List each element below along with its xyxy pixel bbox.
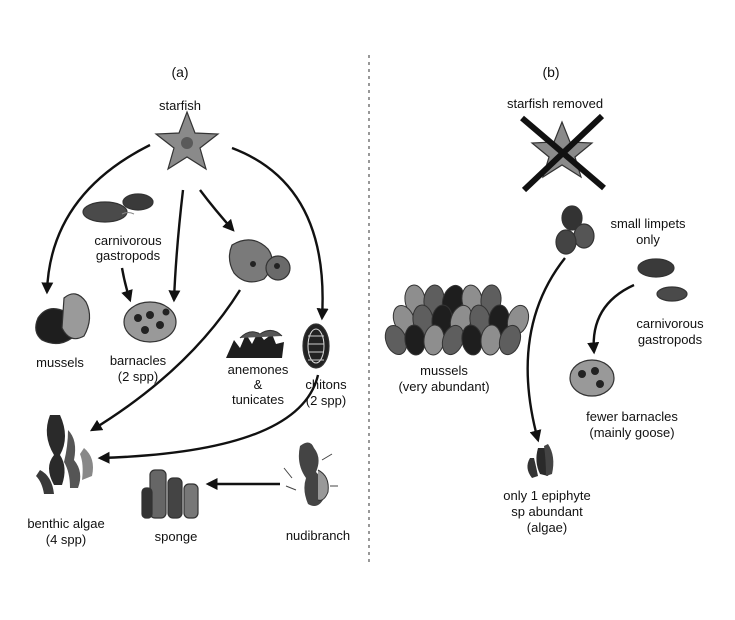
fewer-barnacles-label-2: (mainly goose) [589, 425, 674, 440]
sponge-label: sponge [155, 529, 198, 544]
starfish-icon [154, 110, 220, 171]
barnacles-label-a2: (2 spp) [118, 369, 158, 384]
nudibranch-label: nudibranch [286, 528, 350, 543]
mussels-abundant-icon [384, 284, 530, 356]
anemones-label: anemones [228, 362, 289, 377]
benthic-algae-icon [36, 415, 93, 494]
sponge-icon [141, 469, 199, 519]
arrow-starfish-chitons [231, 146, 329, 321]
epiphyte-label-1: only 1 epiphyte [503, 488, 590, 503]
epiphyte-label-2: sp abundant [511, 504, 583, 519]
anemones-tunicates-icon [226, 330, 284, 358]
mussels-icon [35, 293, 91, 345]
mussels-label-a: mussels [36, 355, 84, 370]
mussels-abundant-label-2: (very abundant) [398, 379, 489, 394]
epiphyte-algae-icon [527, 444, 554, 478]
chitons-label-2: (2 spp) [306, 393, 346, 408]
carnivorous-gastropods-label-a2: gastropods [96, 248, 161, 263]
limpet-icon [228, 239, 291, 283]
panel-a-label: (a) [171, 64, 188, 80]
carnivorous-gastropods-b-icon [637, 258, 688, 302]
benthic-algae-label-1: benthic algae [27, 516, 104, 531]
starfish-removed-label: starfish removed [507, 96, 603, 111]
carnivorous-gastropods-label-a1: carnivorous [94, 233, 162, 248]
chitons-icon [302, 323, 330, 369]
fewer-barnacles-icon [569, 359, 615, 397]
arrow-starfish-barnacles [168, 189, 185, 303]
epiphyte-label-3: (algae) [527, 520, 567, 535]
carnivorous-gastropods-label-b1: carnivorous [636, 316, 704, 331]
ampersand-label: & [254, 377, 263, 392]
barnacles-label-a1: barnacles [110, 353, 167, 368]
cross-out-icon [520, 113, 606, 193]
nudibranch-icon [283, 442, 338, 506]
arrow-limpets-epiphyte [526, 257, 566, 443]
tunicates-label: tunicates [232, 392, 285, 407]
fewer-barnacles-label-1: fewer barnacles [586, 409, 678, 424]
small-limpets-icon [555, 205, 595, 255]
small-limpets-label-1: small limpets [610, 216, 686, 231]
barnacles-icon [123, 301, 177, 343]
small-limpets-label-2: only [636, 232, 660, 247]
arrow-limpet-algae [89, 289, 242, 432]
carnivorous-gastropods-label-b2: gastropods [638, 332, 703, 347]
arrow-starfish-mussels [41, 143, 151, 295]
carnivorous-gastropods-icon [82, 193, 154, 223]
arrow-starfish-limpet [199, 189, 235, 232]
arrow-gastropods-barnacles [120, 267, 133, 303]
mussels-abundant-label-1: mussels [420, 363, 468, 378]
arrow-chitons-algae [97, 374, 320, 464]
arrow-gastropods-fewer-barnacles [587, 283, 635, 355]
panel-b-label: (b) [542, 64, 559, 80]
benthic-algae-label-2: (4 spp) [46, 532, 86, 547]
starfish-label: starfish [159, 98, 201, 113]
